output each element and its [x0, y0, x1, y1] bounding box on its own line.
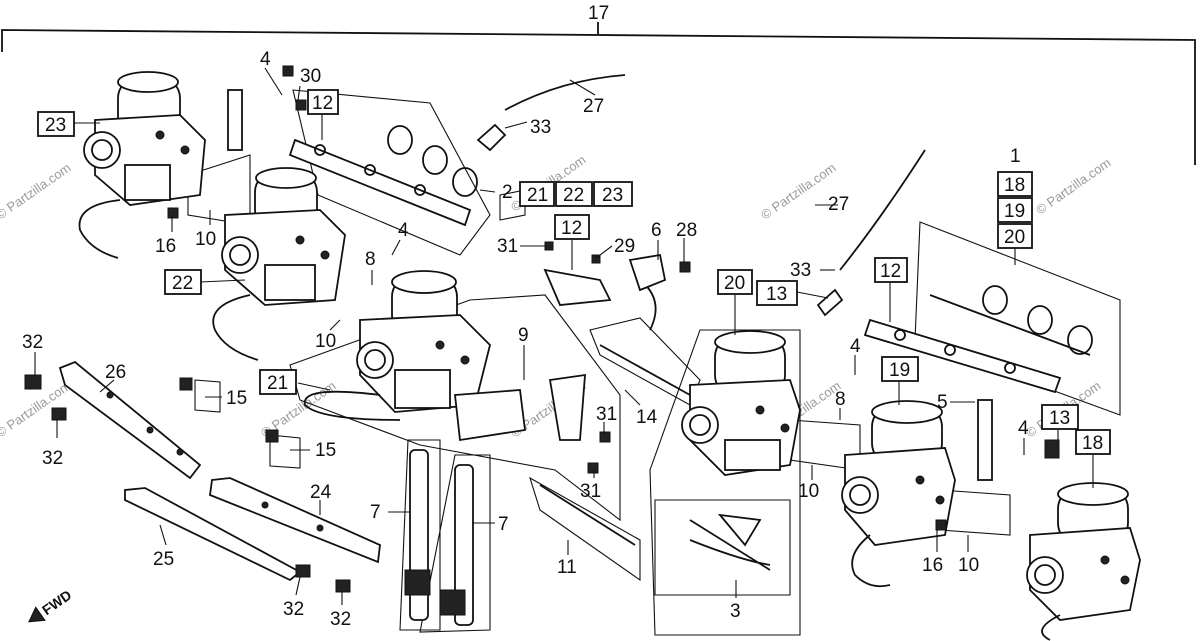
- part-label-17: 17: [588, 3, 609, 24]
- carburetor-second-left: [212, 167, 346, 361]
- part-label-9: 9: [518, 325, 529, 346]
- svg-text:20: 20: [724, 273, 745, 294]
- part-label-25: 25: [153, 549, 174, 570]
- boxed-label-19: 19: [997, 197, 1033, 223]
- part-label-4: 4: [398, 220, 409, 241]
- assembly-bracket: [1, 22, 1196, 165]
- part-label-26: 26: [105, 362, 126, 383]
- svg-text:13: 13: [766, 284, 787, 305]
- part-label-8: 8: [835, 389, 846, 410]
- carburetor-center: [303, 270, 491, 421]
- part-label-10: 10: [958, 555, 979, 576]
- boxed-labels: 23 12 21 22 23 12 22 18: [37, 89, 1111, 455]
- fwd-label: FWD: [39, 587, 74, 618]
- boxed-label-22: 22: [555, 181, 593, 207]
- fwd-arrow: FWD: [28, 587, 74, 623]
- part-label-29: 29: [614, 236, 635, 257]
- svg-text:12: 12: [561, 218, 582, 239]
- part-label-10: 10: [195, 229, 216, 250]
- watermark: © Partzilla.com: [0, 160, 73, 223]
- boxed-label-21: 21: [259, 369, 297, 395]
- part-label-7: 7: [370, 502, 381, 523]
- boxed-label-12: 12: [554, 214, 590, 240]
- boxed-label-18: 18: [997, 171, 1033, 197]
- svg-text:23: 23: [602, 185, 623, 206]
- boxed-label-20: 20: [717, 269, 753, 295]
- boxed-label-12: 12: [874, 257, 908, 283]
- hardware: [24, 65, 1060, 593]
- part-label-30: 30: [300, 66, 321, 87]
- linkage-plate-right: [863, 285, 1093, 394]
- part-label-15: 15: [315, 440, 336, 461]
- watermark: © Partzilla.com: [758, 160, 838, 223]
- part-label-7: 7: [498, 514, 509, 535]
- boxed-label-23: 23: [593, 181, 633, 207]
- part-label-1: 1: [1010, 146, 1021, 167]
- part-label-15: 15: [226, 388, 247, 409]
- carburetor-right-a: [841, 400, 956, 588]
- boxed-label-22: 22: [164, 269, 202, 295]
- svg-text:21: 21: [267, 373, 288, 394]
- part-label-5: 5: [937, 392, 948, 413]
- part-label-32: 32: [22, 332, 43, 353]
- part-label-24: 24: [310, 482, 332, 503]
- carburetor-center-right: [681, 330, 801, 476]
- boxed-label-23: 23: [37, 111, 75, 137]
- part-label-31: 31: [497, 236, 518, 257]
- carburetor-top-left: [78, 71, 206, 259]
- svg-text:21: 21: [527, 185, 548, 206]
- boxed-label-13: 13: [1041, 404, 1079, 430]
- part-label-27: 27: [583, 96, 604, 117]
- boxed-label-12: 12: [307, 89, 339, 115]
- part-label-16: 16: [922, 555, 943, 576]
- svg-text:22: 22: [563, 185, 584, 206]
- part-label-31: 31: [580, 481, 601, 502]
- part-label-28: 28: [676, 220, 697, 241]
- part-label-33: 33: [530, 117, 551, 138]
- part-label-10: 10: [798, 481, 819, 502]
- svg-text:19: 19: [1004, 201, 1025, 222]
- boxed-label-18: 18: [1075, 429, 1111, 455]
- part-label-10: 10: [315, 331, 336, 352]
- boxed-label-13: 13: [756, 280, 798, 306]
- part-label-6: 6: [651, 220, 662, 241]
- boxed-label-20: 20: [997, 223, 1033, 249]
- svg-text:18: 18: [1004, 175, 1025, 196]
- svg-text:12: 12: [312, 93, 333, 114]
- svg-text:23: 23: [45, 115, 66, 136]
- throttle-shafts: [404, 449, 474, 626]
- boxed-label-19: 19: [881, 356, 919, 382]
- part-label-16: 16: [155, 236, 176, 257]
- part-label-3: 3: [730, 601, 741, 622]
- svg-text:18: 18: [1082, 433, 1103, 454]
- carburetor-covers: [58, 360, 381, 582]
- part-label-2: 2: [502, 182, 513, 203]
- part-label-32: 32: [330, 609, 351, 630]
- linkage-plate-left: [288, 125, 478, 227]
- svg-text:22: 22: [172, 273, 193, 294]
- part-label-27: 27: [828, 194, 849, 215]
- part-label-32: 32: [283, 599, 304, 620]
- svg-text:13: 13: [1049, 408, 1070, 429]
- part-label-31: 31: [596, 404, 617, 425]
- watermark: © Partzilla.com: [1033, 155, 1113, 218]
- part-label-14: 14: [636, 407, 658, 428]
- part-label-32: 32: [42, 448, 63, 469]
- svg-text:12: 12: [880, 261, 901, 282]
- leader-lines: [34, 67, 1094, 605]
- part-label-11: 11: [557, 557, 577, 578]
- part-label-33: 33: [790, 260, 811, 281]
- svg-text:20: 20: [1004, 227, 1025, 248]
- boxed-label-21: 21: [519, 181, 555, 207]
- part-label-4: 4: [850, 336, 861, 357]
- carburetor-right-b: [1026, 482, 1141, 641]
- air-vent-tubes: [476, 74, 926, 317]
- part-label-4: 4: [260, 49, 271, 70]
- part-label-4: 4: [1018, 418, 1029, 439]
- svg-text:19: 19: [889, 360, 910, 381]
- part-label-8: 8: [365, 249, 376, 270]
- part-labels: 17 4 30 27 33 2 16 10 4 8 10 31 29 6 28 …: [22, 3, 1029, 630]
